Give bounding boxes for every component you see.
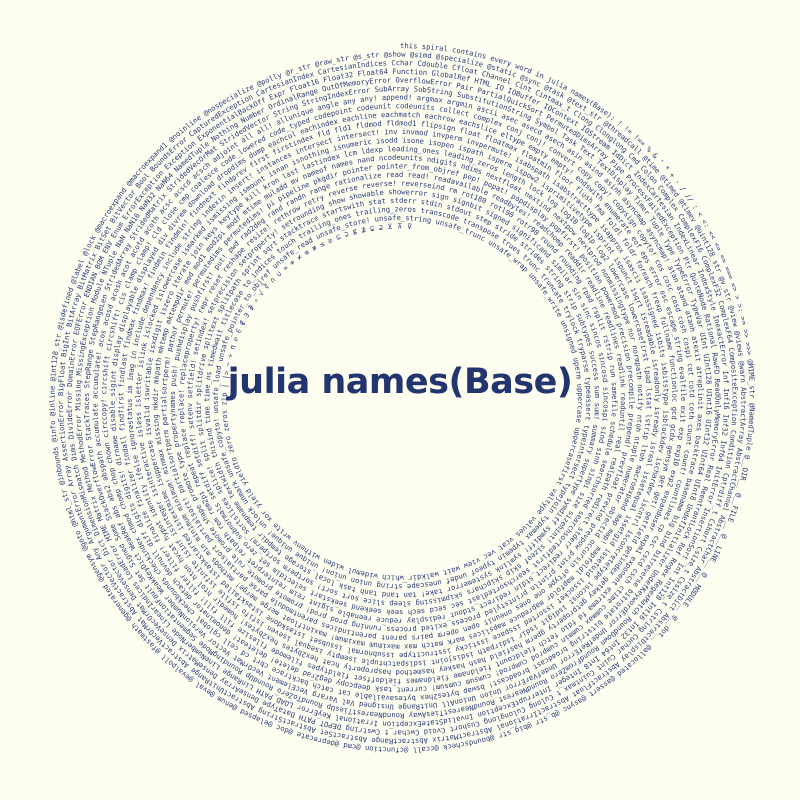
page-title: julia names(Base) (0, 362, 800, 402)
